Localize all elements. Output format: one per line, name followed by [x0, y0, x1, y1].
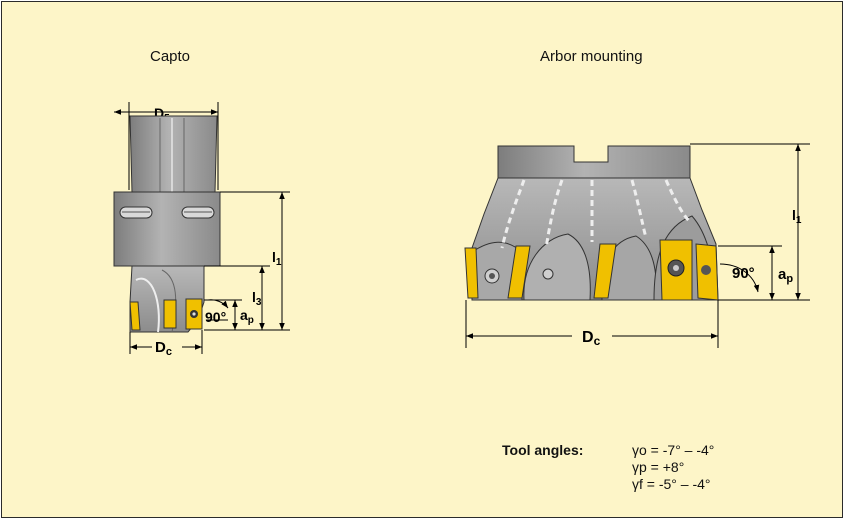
capto-ap-label: ap	[240, 307, 254, 326]
capto-l3-label: l3	[252, 289, 262, 308]
gamma-o-value: γo = -7° – -4°	[632, 442, 715, 458]
arbor-angle-label: 90°	[732, 265, 755, 282]
capto-title: Capto	[150, 48, 191, 65]
arbor-l1-label: l1	[792, 207, 802, 226]
capto-l1-label: l1	[272, 249, 282, 268]
capto-dc-label: Dc	[155, 339, 172, 358]
tool-angles-label: Tool angles:	[502, 442, 584, 458]
gamma-p-value: γp = +8°	[632, 459, 685, 475]
arbor-title: Arbor mounting	[540, 48, 643, 65]
capto-angle-label: 90°	[205, 309, 226, 325]
arbor-tool: l1 ap 90° Dc	[464, 143, 810, 348]
arbor-ap-label: ap	[778, 266, 793, 285]
gamma-f-value: γf = -5° – -4°	[632, 476, 711, 492]
arbor-dc-label: Dc	[582, 329, 601, 348]
capto-tool: D5m l1	[113, 102, 290, 358]
